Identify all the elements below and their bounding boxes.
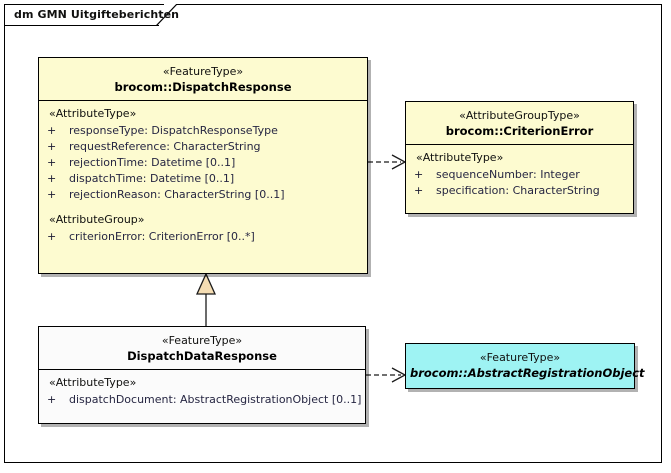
compartment-label: «AttributeType»	[416, 151, 504, 164]
attribute-text: specification: CharacterString	[436, 184, 600, 197]
compartment-label: «AttributeType»	[49, 107, 137, 120]
class-name: brocom::AbstractRegistrationObject	[410, 366, 645, 380]
class-header-criterion-error: «AttributeGroupType» brocom::CriterionEr…	[406, 102, 633, 145]
attribute-text: criterionError: CriterionError [0..*]	[69, 230, 255, 243]
frame-border-right	[661, 4, 662, 463]
attribute-row[interactable]: + responseType: DispatchResponseType	[39, 123, 367, 139]
frame-border-left	[4, 25, 5, 463]
class-name: DispatchDataResponse	[127, 349, 277, 363]
attribute-text: dispatchTime: Datetime [0..1]	[69, 172, 235, 185]
compartment-attributegroup: «AttributeGroup» + criterionError: Crite…	[39, 207, 367, 249]
class-box-dispatch-data-response[interactable]: «FeatureType» DispatchDataResponse «Attr…	[38, 326, 366, 424]
attribute-row[interactable]: + specification: CharacterString	[406, 183, 633, 199]
frame-border-bottom	[4, 462, 662, 463]
attribute-visibility: +	[47, 124, 57, 137]
attribute-text: rejectionReason: CharacterString [0..1]	[69, 188, 285, 201]
attribute-visibility: +	[47, 156, 57, 169]
attribute-visibility: +	[414, 184, 424, 197]
class-box-abstract-registration-object[interactable]: «FeatureType» brocom::AbstractRegistrati…	[405, 343, 645, 389]
attribute-row[interactable]: + dispatchDocument: AbstractRegistration…	[39, 392, 365, 408]
attribute-row[interactable]: + criterionError: CriterionError [0..*]	[39, 229, 367, 245]
attribute-row[interactable]: + sequenceNumber: Integer	[406, 167, 633, 183]
attribute-row[interactable]: + rejectionTime: Datetime [0..1]	[39, 155, 367, 171]
compartment-label: «AttributeGroup»	[49, 213, 145, 226]
attribute-visibility: +	[47, 393, 57, 406]
attribute-text: sequenceNumber: Integer	[436, 168, 580, 181]
class-name: brocom::CriterionError	[445, 124, 594, 138]
attribute-visibility: +	[47, 230, 57, 243]
tab-slant-edge	[156, 4, 178, 26]
diagram-frame: dm GMN Uitgifteberichten «FeatureType» b…	[4, 4, 662, 463]
attribute-visibility: +	[47, 188, 57, 201]
compartment-attributetype: «AttributeType» + responseType: Dispatch…	[39, 101, 367, 207]
attribute-row[interactable]: + rejectionReason: CharacterString [0..1…	[39, 187, 367, 203]
compartment-attributetype: «AttributeType» + dispatchDocument: Abst…	[39, 370, 365, 412]
attribute-visibility: +	[47, 172, 57, 185]
tab-border-bottom	[4, 25, 159, 26]
generalization-dispatchdataresponse-to-dispatchresponse	[195, 272, 217, 330]
attribute-visibility: +	[414, 168, 424, 181]
tab-border-left	[4, 4, 5, 26]
tab-border-top	[4, 4, 164, 5]
diagram-title: dm GMN Uitgifteberichten	[14, 8, 180, 21]
frame-border-top	[177, 4, 662, 5]
class-box-criterion-error[interactable]: «AttributeGroupType» brocom::CriterionEr…	[405, 101, 634, 214]
compartment-label: «AttributeType»	[49, 376, 137, 389]
class-name: brocom::DispatchResponse	[114, 80, 292, 94]
class-stereotype: «FeatureType»	[479, 351, 561, 364]
class-box-dispatch-response[interactable]: «FeatureType» brocom::DispatchResponse «…	[38, 57, 368, 274]
attribute-visibility: +	[47, 140, 57, 153]
diagram-tab: dm GMN Uitgifteberichten	[4, 4, 180, 26]
dependency-dispatchdataresponse-to-abstractregistrationobject	[366, 367, 407, 383]
attribute-text: responseType: DispatchResponseType	[69, 124, 278, 137]
attribute-row[interactable]: + dispatchTime: Datetime [0..1]	[39, 171, 367, 187]
class-stereotype: «FeatureType»	[162, 65, 244, 78]
class-header-abstract-registration-object: «FeatureType» brocom::AbstractRegistrati…	[406, 344, 645, 386]
class-header-dispatch-data-response: «FeatureType» DispatchDataResponse	[39, 327, 365, 370]
compartment-attributetype: «AttributeType» + sequenceNumber: Intege…	[406, 145, 633, 203]
class-header-dispatch-response: «FeatureType» brocom::DispatchResponse	[39, 58, 367, 101]
attribute-row[interactable]: + requestReference: CharacterString	[39, 139, 367, 155]
dependency-dispatchresponse-to-criterionerror	[368, 154, 407, 170]
attribute-text: dispatchDocument: AbstractRegistrationOb…	[69, 393, 362, 406]
attribute-text: requestReference: CharacterString	[69, 140, 261, 153]
class-stereotype: «FeatureType»	[161, 334, 243, 347]
class-stereotype: «AttributeGroupType»	[459, 109, 580, 122]
attribute-text: rejectionTime: Datetime [0..1]	[69, 156, 236, 169]
